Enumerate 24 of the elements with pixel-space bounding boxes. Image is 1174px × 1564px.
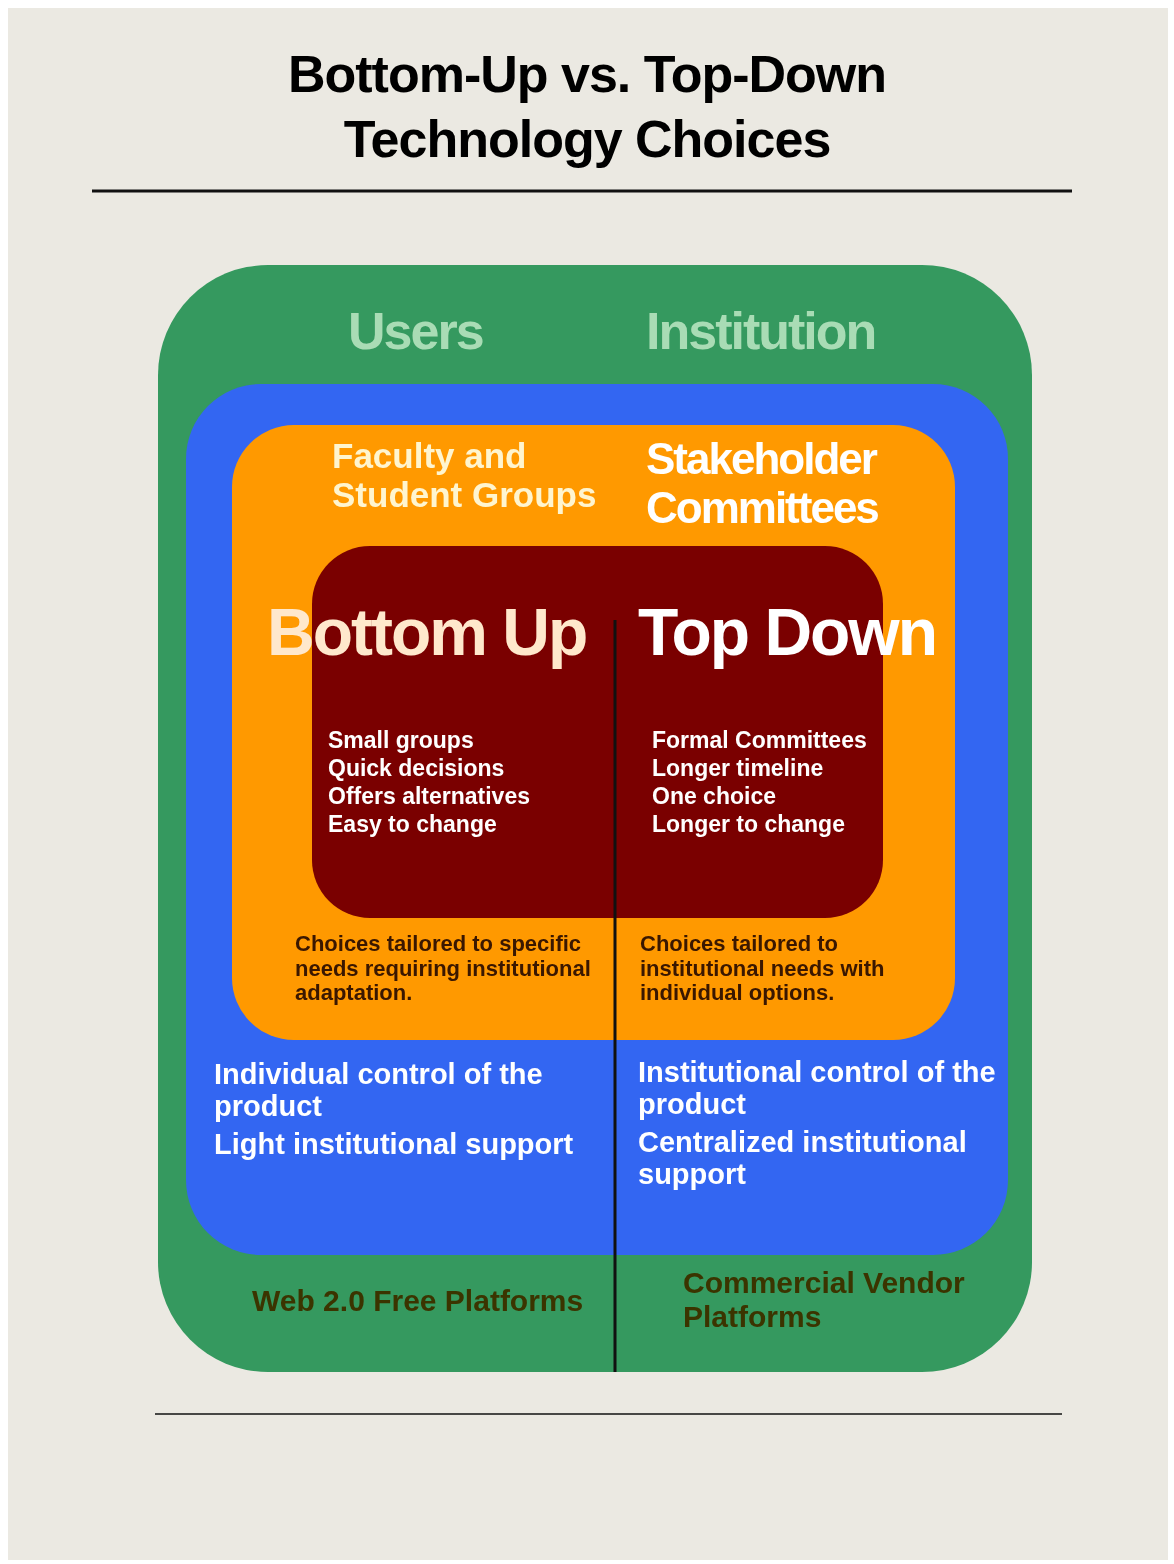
- group-heading: Users: [348, 302, 483, 361]
- list-item: Small groups: [328, 728, 474, 754]
- description-text: Institutional control of the product: [638, 1056, 997, 1121]
- list-item: Formal Committees: [652, 728, 867, 754]
- inner-region: [232, 425, 955, 1040]
- group-heading: Institution: [646, 302, 876, 361]
- group-heading: Stakeholder Committees: [646, 434, 879, 533]
- title: Bottom-Up vs. Top-Down Technology Choices: [287, 44, 887, 170]
- list-item: Longer timeline: [652, 756, 824, 782]
- description-text: Individual control of the product: [214, 1058, 544, 1123]
- description-text: Choices tailored to institutional needs with individual options.: [640, 932, 886, 1006]
- platform-label: Web 2.0 Free Platforms: [252, 1284, 584, 1318]
- outer-region: [158, 265, 1032, 1372]
- list-item: One choice: [652, 784, 776, 810]
- list-item: Offers alternatives: [328, 784, 530, 810]
- description-text: Light institutional support: [214, 1128, 574, 1161]
- list-item: Easy to change: [328, 812, 497, 838]
- description-text: Centralized institutional support: [638, 1126, 968, 1191]
- middle-region: [186, 384, 1008, 1255]
- group-heading: Faculty and Student Groups: [332, 436, 598, 515]
- list-item: Longer to change: [652, 812, 845, 838]
- description-text: Choices tailored to specific needs requiring institutional adaptation.: [295, 932, 592, 1006]
- list-item: Quick decisions: [328, 756, 505, 782]
- platform-label: Commercial Vendor Platforms: [683, 1266, 966, 1334]
